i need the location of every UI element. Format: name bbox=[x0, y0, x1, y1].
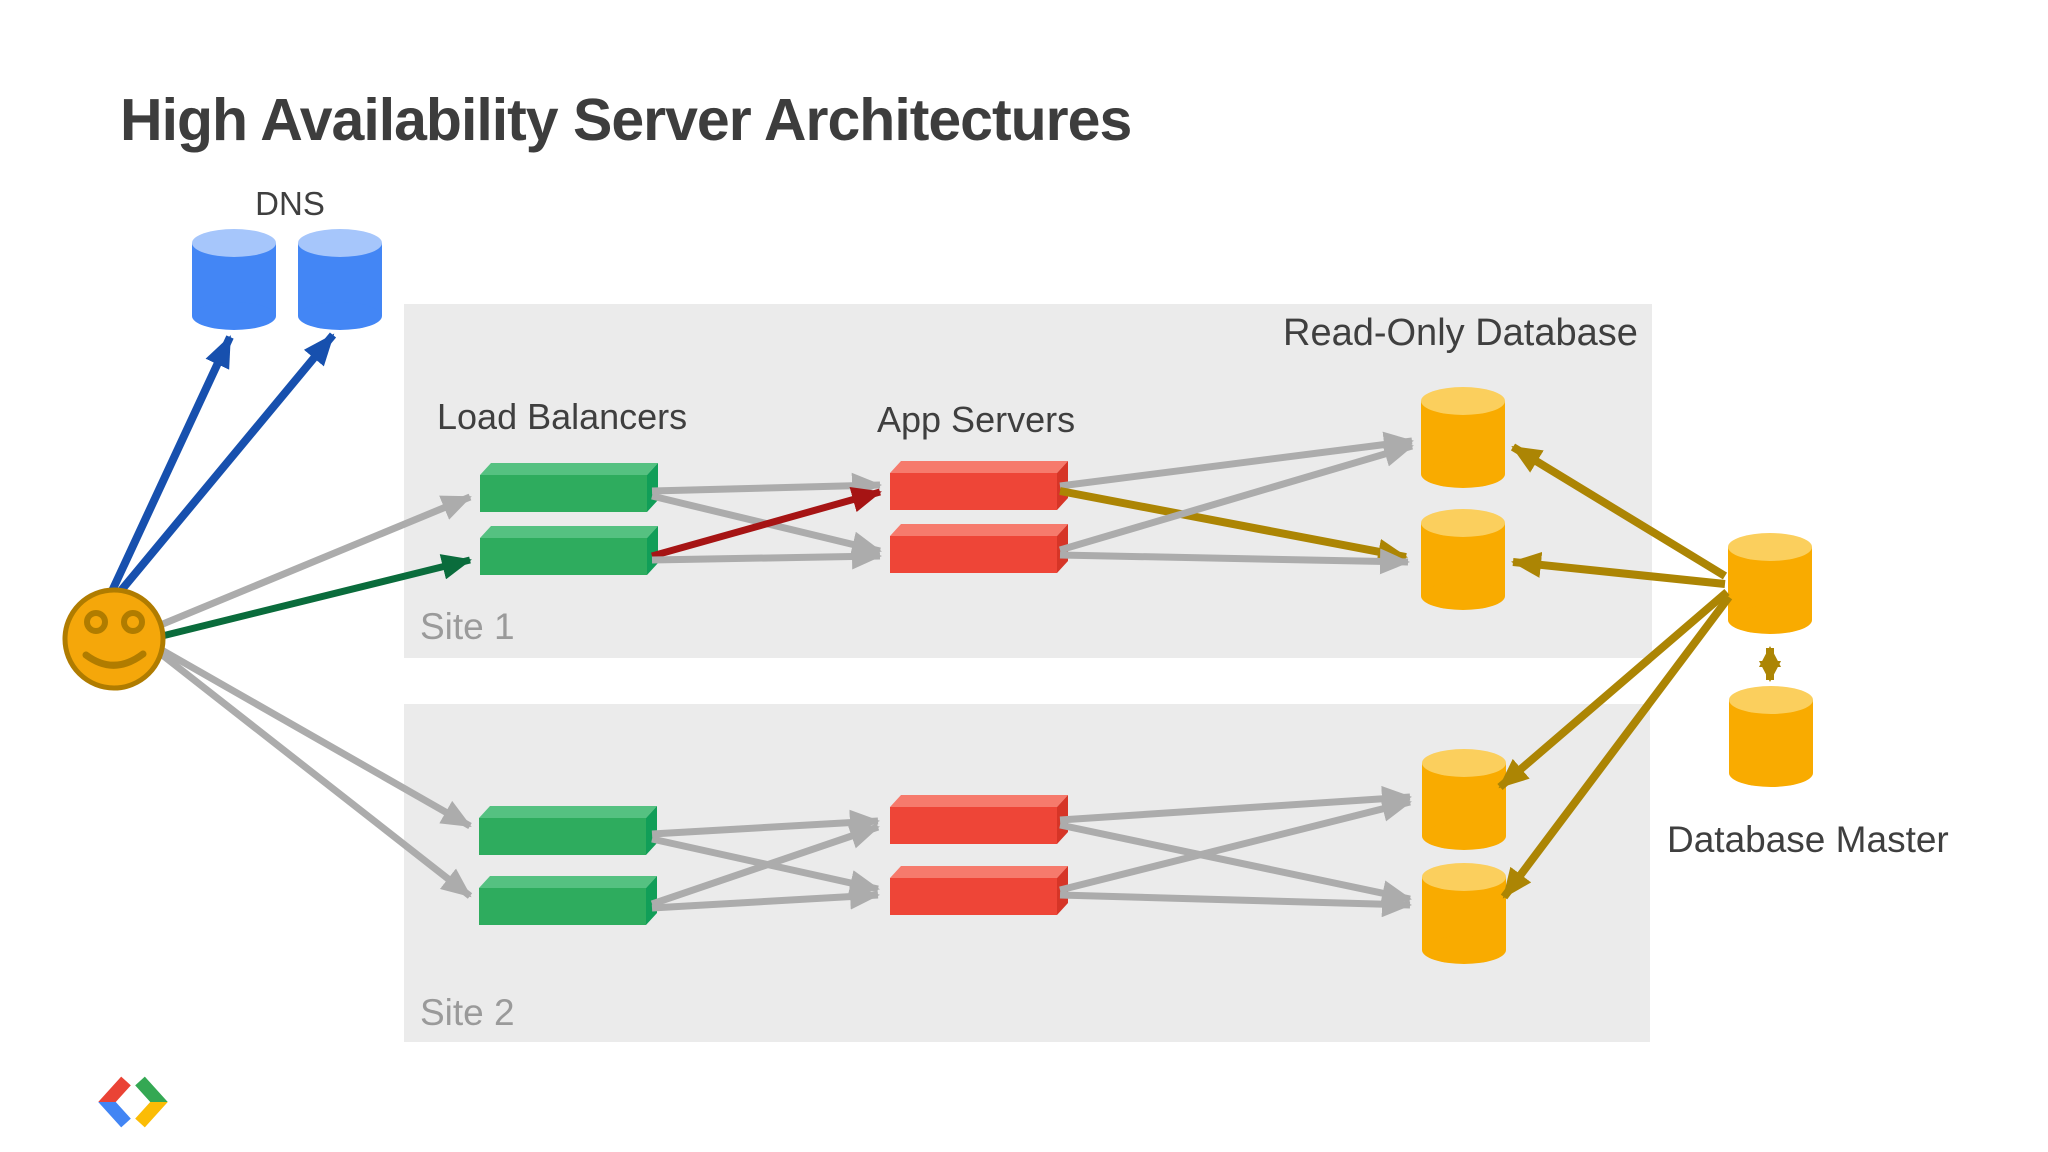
site2-load-balancer-1 bbox=[479, 806, 657, 855]
site1-load-balancer-1 bbox=[480, 463, 658, 512]
arrow-master-s1-db1 bbox=[1510, 443, 1728, 580]
arrow-user-site2-lb1 bbox=[158, 645, 472, 830]
user-to-site-arrows bbox=[156, 493, 473, 899]
arrow-user-dns-1 bbox=[108, 335, 234, 593]
site1-app-server-2 bbox=[890, 524, 1068, 573]
site1-app-server-1 bbox=[890, 461, 1068, 510]
dns-label: DNS bbox=[255, 185, 325, 222]
logo-right-chevron-top bbox=[135, 1076, 168, 1102]
site1-read-only-db-2 bbox=[1421, 509, 1505, 610]
site1-read-only-db-1 bbox=[1421, 387, 1505, 488]
site2-app-server-1 bbox=[890, 795, 1068, 844]
site1-label: Site 1 bbox=[420, 606, 515, 647]
master-replication-arrows bbox=[1497, 443, 1781, 900]
site2-lb-to-as-arrows bbox=[650, 809, 880, 912]
arrow-master-s1-db2 bbox=[1511, 551, 1726, 588]
arrow-s1-lb2-as1 bbox=[651, 487, 882, 560]
site1-as-to-db-arrows bbox=[1059, 431, 1414, 575]
load-balancers-label: Load Balancers bbox=[437, 396, 688, 437]
app-servers-label: App Servers bbox=[877, 399, 1076, 440]
logo-left-chevron-top bbox=[98, 1076, 131, 1102]
arrow-s1-lb2-as2 bbox=[651, 543, 882, 570]
arrow-s2-as1-db2 bbox=[1059, 821, 1412, 906]
arrow-s1-as2-db1 bbox=[1059, 441, 1414, 554]
arrow-s2-as2-db2 bbox=[1059, 891, 1412, 918]
arrow-s2-lb1-as1 bbox=[651, 809, 880, 838]
logo-left-chevron-bottom bbox=[98, 1102, 131, 1128]
arrow-s1-lb1-as1 bbox=[651, 472, 882, 499]
arrow-user-site1-lb1 bbox=[156, 493, 472, 630]
dns-cylinder-1 bbox=[192, 229, 276, 330]
arrow-s2-as2-db1 bbox=[1059, 796, 1412, 894]
site2-app-server-2 bbox=[890, 866, 1068, 915]
site2-as-to-db-arrows bbox=[1059, 785, 1412, 918]
database-master-label: Database Master bbox=[1667, 819, 1949, 860]
site2-read-only-db-2 bbox=[1422, 863, 1506, 964]
arrow-s2-lb2-as1 bbox=[650, 823, 880, 908]
site2-load-balancer-2 bbox=[479, 876, 657, 925]
arrow-s1-as1-db1 bbox=[1059, 431, 1414, 490]
user-to-dns-arrows bbox=[108, 332, 337, 596]
arrow-s1-as1-db2 bbox=[1059, 487, 1408, 565]
arrow-s1-as2-db2 bbox=[1059, 548, 1410, 575]
arrow-master-s2-db2 bbox=[1500, 594, 1733, 900]
arrow-s2-lb2-as2 bbox=[651, 883, 880, 912]
arrow-s2-as1-db1 bbox=[1059, 785, 1412, 824]
read-only-database-label: Read-Only Database bbox=[1283, 312, 1638, 354]
smiley-face-icon bbox=[62, 587, 166, 691]
database-master-2 bbox=[1729, 686, 1813, 787]
logo-right-chevron-bottom bbox=[135, 1102, 168, 1128]
slide-title: High Availability Server Architectures bbox=[120, 87, 1132, 153]
arrow-user-site2-lb2 bbox=[158, 651, 473, 899]
arrow-user-dns-2 bbox=[115, 332, 337, 596]
dns-cylinder-2 bbox=[298, 229, 382, 330]
site1-lb-to-as-arrows bbox=[651, 472, 882, 570]
site2-read-only-db-1 bbox=[1422, 749, 1506, 850]
site1-load-balancer-2 bbox=[480, 526, 658, 575]
database-master-1 bbox=[1728, 533, 1812, 634]
arrow-user-site1-lb2 bbox=[157, 554, 472, 641]
site2-label: Site 2 bbox=[420, 992, 515, 1033]
google-developers-logo-icon bbox=[98, 1076, 168, 1128]
arrow-master-s2-db1 bbox=[1497, 588, 1730, 791]
